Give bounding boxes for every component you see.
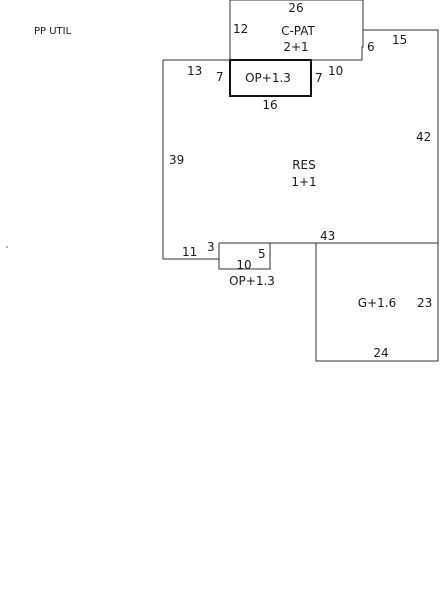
dim-op-bottom-left: 3 bbox=[207, 240, 215, 254]
garage-name: G+1.6 bbox=[358, 296, 396, 310]
dim-res-left: 39 bbox=[169, 153, 184, 167]
dim-garage-bottom: 24 bbox=[373, 346, 388, 360]
dim-res-top-left: 13 bbox=[187, 64, 202, 78]
res-multiplier: 1+1 bbox=[291, 175, 316, 189]
op-bottom-outline bbox=[218, 243, 271, 270]
dim-op-bottom-right: 5 bbox=[258, 247, 266, 261]
op-bottom-name: OP+1.3 bbox=[229, 274, 275, 288]
dim-c-pat-top: 26 bbox=[288, 1, 303, 15]
dim-res-bottom: 43 bbox=[320, 229, 335, 243]
scan-speck bbox=[6, 246, 8, 248]
res-name: RES bbox=[292, 158, 316, 172]
dim-op-top-left: 7 bbox=[216, 70, 224, 84]
dim-op-bottom-bottom: 10 bbox=[236, 258, 251, 272]
c-pat-name: C-PAT bbox=[281, 24, 315, 38]
dim-upper-right-top: 15 bbox=[392, 33, 407, 47]
dim-op-top-bottom: 16 bbox=[262, 98, 277, 112]
dim-garage-right: 23 bbox=[417, 296, 432, 310]
dim-res-right: 42 bbox=[416, 130, 431, 144]
garage-outline bbox=[315, 242, 439, 362]
c-pat-multiplier: 2+1 bbox=[283, 40, 308, 54]
dim-c-pat-right: 6 bbox=[367, 40, 375, 54]
header-label: PP UTIL bbox=[34, 26, 72, 37]
dim-c-pat-left: 12 bbox=[233, 22, 248, 36]
op-top-outline bbox=[229, 59, 312, 97]
residence-top-right-outline bbox=[163, 29, 439, 243]
op-top-name: OP+1.3 bbox=[245, 71, 291, 85]
dim-res-bottom-left: 11 bbox=[182, 245, 197, 259]
dim-res-top-mid: 10 bbox=[328, 64, 343, 78]
dim-op-top-right: 7 bbox=[315, 71, 323, 85]
